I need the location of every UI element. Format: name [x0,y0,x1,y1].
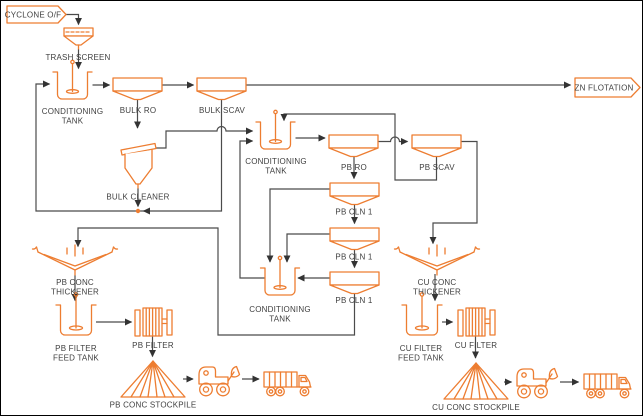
stream-cleaner-conc-to-tank2 [156,125,254,149]
stream-tank3-to-tank2 [239,137,265,279]
trash-screen-label: TRASH SCREEN [45,53,110,62]
cu-conc-stockpile-symbol [443,362,509,400]
pb-filter-feed-tank-label-line2: FEED TANK [53,354,99,363]
pb-cln1b-cell [329,227,380,251]
pb-cln1a-cell [329,182,380,206]
zn-flotation-label: ZN FLOTATION [575,84,634,93]
bulk-scav-label: BULK SCAV [199,106,246,115]
conditioning-tank-3-symbol [259,255,301,296]
pb-filter-feed-tank-symbol [55,292,97,336]
pb-ro-label: PB RO [341,163,367,172]
pb-conc-stockpile-symbol [120,360,186,398]
stream-junction-dot [135,208,141,214]
cu-dump-truck-icon [583,373,632,399]
cu-conc-thickener-label-line2: THICKENER [413,288,461,297]
cyclone-of-label: CYCLONE O/F [5,11,61,20]
cu-filter-feed-tank-label-line2: FEED TANK [398,354,444,363]
pb-cln1c-cell [329,271,380,295]
pb-ro-cell [328,134,379,158]
equipment-shapes [6,5,641,400]
stream-cln1a-tails-to-tank3 [266,188,330,263]
stream-cyclone-to-screen [66,13,83,26]
pb-cln1c-label: PB CLN 1 [335,296,373,305]
pb-conc-thickener-label-line2: THICKENER [51,288,99,297]
conditioning-tank-1-label-line1: CONDITIONING [42,107,104,116]
conditioning-tank-2-label-line1: CONDITIONING [245,157,307,166]
cu-filter-feed-tank-symbol [401,292,443,336]
conditioning-tank-2-symbol [255,109,296,150]
stream-bulk-scav-recycle-to-tank1 [35,80,223,212]
stream-cln1b-tails-to-tank3 [283,233,330,263]
cu-filter-label: CU FILTER [455,341,498,350]
pb-filter-feed-tank-label-line1: PB FILTER [55,344,97,353]
cu-conc-stockpile-label: CU CONC STOCKPILE [432,403,520,412]
pb-conc-thickener-label-line1: PB CONC [56,278,94,287]
cu-filter-feed-tank-label-line1: CU FILTER [400,344,443,353]
pb-conc-stockpile-label: PB CONC STOCKPILE [110,401,197,410]
bulk-ro-label: BULK RO [120,106,157,115]
conditioning-tank-1-label-line2: TANK [62,117,84,126]
bulk-cleaner-label: BULK CLEANER [106,193,169,202]
pb-wheel-loader-icon [198,365,241,397]
cu-wheel-loader-icon [516,367,559,399]
stream-pb-scav-tails-to-tank2 [280,113,438,181]
pb-scav-label: PB SCAV [419,163,455,172]
bulk-scav-cell [196,77,247,101]
bulk-ro-cell [112,77,163,101]
cu-conc-thickener-label-line1: CU CONC [418,278,457,287]
cu-conc-thickener-symbol [393,244,481,276]
zn-flotation-flag [574,77,641,98]
trash-screen-symbol [63,27,94,50]
conditioning-tank-3-label-line1: CONDITIONING [249,305,311,314]
stream-pb-scav-conc-to-cu-thickener [429,140,478,245]
pb-filter-label: PB FILTER [132,341,174,350]
pb-dump-truck-icon [263,371,312,397]
bulk-cleaner-symbol [120,142,157,189]
conditioning-tank-2-label-line2: TANK [265,167,287,176]
conditioning-tank-1-symbol [52,59,93,100]
pb-conc-thickener-symbol [31,244,119,276]
cyclone-of-flag [6,5,67,24]
stream-cln1c-conc-to-pb-thickener [74,227,356,336]
pb-cln1a-label: PB CLN 1 [335,208,373,217]
conditioning-tank-3-label-line2: TANK [269,315,291,324]
cu-filter-symbol [457,307,496,337]
labels: CYCLONE O/F TRASH SCREEN CONDITIONING TA… [5,11,634,413]
stream-pb-ro-to-pb-scav [378,136,409,146]
pb-scav-cell [411,134,462,158]
pb-cln1b-label: PB CLN 1 [335,253,373,262]
pb-filter-symbol [134,307,173,337]
stream-lines [35,13,580,386]
